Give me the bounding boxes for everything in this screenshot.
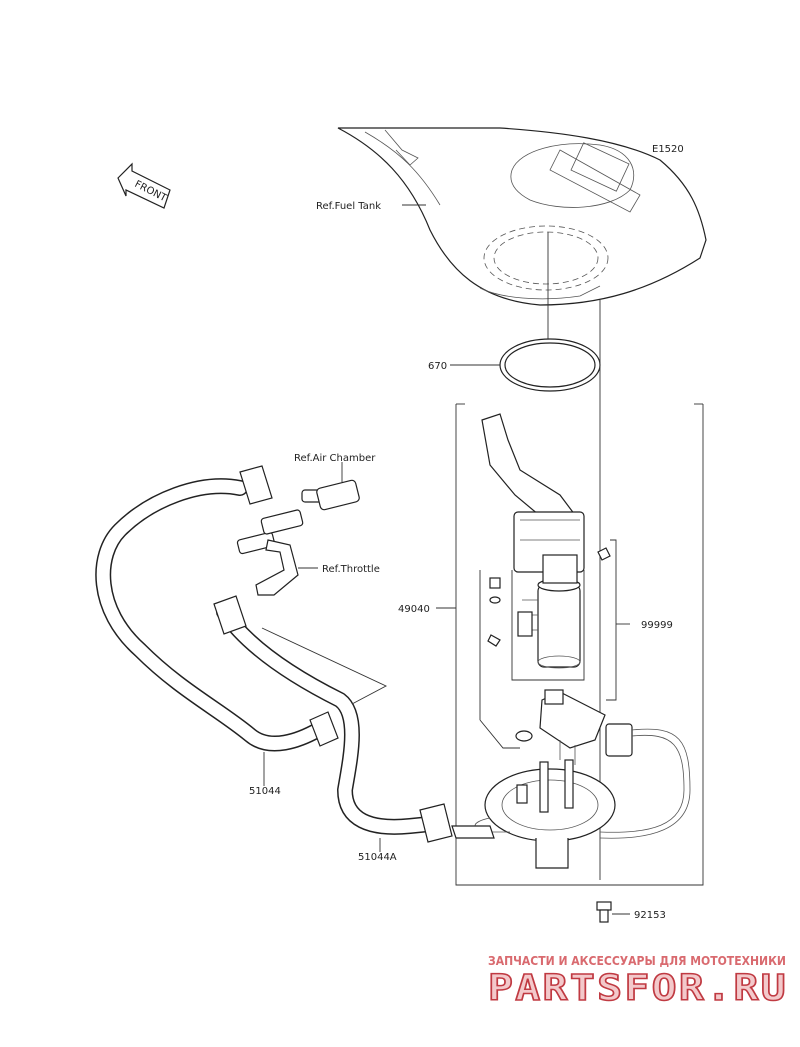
pump-flange-plate <box>474 759 616 869</box>
callout-pump-49040: 49040 <box>398 604 430 615</box>
callout-ref-air-chamber: Ref.Air Chamber <box>294 453 376 464</box>
watermark-subtitle: ЗАПЧАСТИ И АКСЕССУАРЫ ДЛЯ МОТОТЕХНИКИ <box>488 954 786 968</box>
callout-gasket-670: 670 <box>428 361 447 372</box>
watermark-logo-text: PARTSFOR.RU <box>488 968 788 1009</box>
fuel-pump-assembly <box>481 413 606 765</box>
air-chamber-fitting <box>301 479 360 511</box>
fuel-tank-outline <box>337 127 707 306</box>
fuel-hose-51044a <box>213 595 495 843</box>
callout-kit-99999: 99999 <box>641 620 673 631</box>
callout-hose-51044: 51044 <box>249 786 281 797</box>
diagram-code: E1520 <box>652 144 684 155</box>
gasket-ring <box>499 338 601 392</box>
wire-harness <box>599 723 691 839</box>
fuel-hose-51044 <box>95 465 339 752</box>
small-fittings <box>487 547 611 742</box>
throttle-fitting <box>236 509 304 596</box>
watermark-logo: ЗАПЧАСТИ И АКСЕССУАРЫ ДЛЯ МОТОТЕХНИКИ PA… <box>487 954 788 1010</box>
bolt <box>596 901 612 923</box>
callout-bolt-92153: 92153 <box>634 910 666 921</box>
callout-ref-fuel-tank: Ref.Fuel Tank <box>316 201 381 212</box>
callout-ref-throttle: Ref.Throttle <box>322 564 380 575</box>
callout-hose-51044a: 51044A <box>358 852 397 863</box>
front-direction-arrow-icon: FRONT <box>117 162 171 209</box>
